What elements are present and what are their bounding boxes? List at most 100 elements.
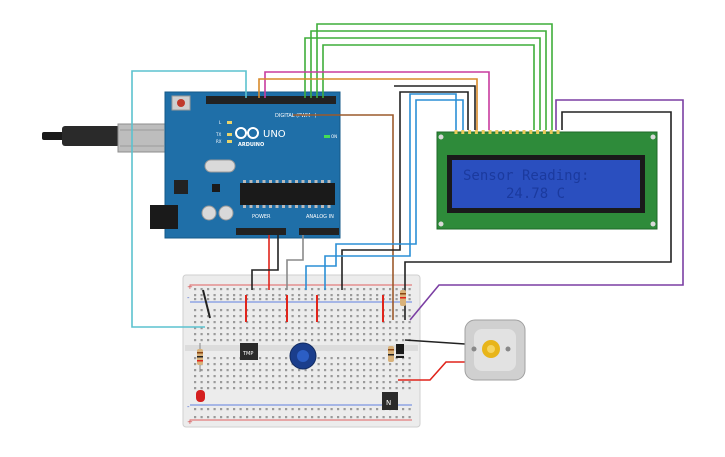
wire-green-d7[interactable] [322, 44, 535, 130]
potentiometer[interactable] [289, 342, 317, 370]
resistor-top[interactable] [400, 290, 406, 306]
breadboard-hole [220, 327, 223, 330]
breadboard-hole [350, 298, 353, 301]
breadboard-hole [278, 369, 281, 372]
breadboard-hole [376, 333, 379, 336]
breadboard-hole [259, 321, 262, 324]
breadboard-hole [311, 333, 314, 336]
chip-pin [282, 180, 285, 183]
pot-knob[interactable] [297, 350, 309, 362]
breadboard-hole [220, 339, 223, 342]
breadboard-hole [317, 315, 320, 318]
breadboard-hole [259, 381, 262, 384]
breadboard-hole [200, 327, 203, 330]
breadboard-hole [376, 321, 379, 324]
wire-red-motor[interactable] [398, 361, 465, 381]
breadboard-hole [194, 363, 197, 366]
breadboard-hole [317, 381, 320, 384]
breadboard-hole [272, 381, 275, 384]
dc-motor[interactable] [464, 319, 526, 381]
wire-green-d4[interactable] [304, 37, 541, 130]
breadboard-hole [337, 327, 340, 330]
breadboard-hole [369, 333, 372, 336]
wire-black-lcd-gnd[interactable] [394, 85, 476, 130]
resistor-base[interactable] [388, 346, 394, 362]
lcd-pin [542, 130, 546, 134]
diode[interactable] [396, 344, 404, 358]
wire-black-motor[interactable] [404, 339, 466, 345]
wire-gray-analog[interactable] [286, 235, 304, 290]
breadboard-hole [376, 387, 379, 390]
resistor-led[interactable] [197, 343, 203, 372]
breadboard-hole [233, 309, 236, 312]
wire-brown-motor[interactable] [293, 114, 394, 320]
breadboard-hole [239, 333, 242, 336]
npn-transistor[interactable]: N [382, 392, 398, 410]
reset-button[interactable] [177, 99, 185, 107]
breadboard-hole [252, 321, 255, 324]
breadboard-hole [265, 321, 268, 324]
breadboard-hole [408, 321, 411, 324]
wire-orange-enable[interactable] [258, 78, 478, 130]
breadboard-hole [311, 294, 314, 297]
breadboard-hole [389, 315, 392, 318]
breadboard-hole [233, 298, 236, 301]
breadboard-hole [213, 408, 216, 411]
arduino-uno[interactable]: DIGITAL (PWM~) ARDUINO UNO L TX RX ON [42, 91, 341, 239]
wire-purple-backlight[interactable] [409, 99, 684, 321]
wire-green-d6[interactable] [316, 23, 553, 130]
breadboard-hole [317, 339, 320, 342]
breadboard-hole [376, 357, 379, 360]
breadboard-hole [265, 315, 268, 318]
breadboard-hole [291, 369, 294, 372]
breadboard-hole [376, 288, 379, 291]
wire-blue-vdd[interactable] [324, 93, 457, 290]
lcd-screen [452, 160, 640, 208]
breadboard-hole [311, 327, 314, 330]
breadboard-hole [311, 381, 314, 384]
breadboard-hole [252, 416, 255, 419]
breadboard-hole [350, 369, 353, 372]
breadboard-hole [408, 375, 411, 378]
breadboard-hole [330, 387, 333, 390]
red-led[interactable] [196, 390, 205, 402]
breadboard-hole [356, 315, 359, 318]
breadboard-hole [311, 321, 314, 324]
wire-blue-contrast[interactable] [305, 99, 464, 290]
breadboard-hole [239, 416, 242, 419]
breadboard-hole [213, 309, 216, 312]
breadboard-hole [252, 298, 255, 301]
breadboard-hole [395, 309, 398, 312]
breadboard-hole [239, 381, 242, 384]
breadboard-hole [350, 315, 353, 318]
rail-plus-label: + [187, 283, 193, 291]
wire-black-gnd[interactable] [251, 235, 279, 290]
breadboard-hole [239, 321, 242, 324]
power-jack [150, 205, 178, 229]
breadboard-hole [337, 387, 340, 390]
breadboard-hole [194, 339, 197, 342]
lcd-16x2[interactable]: Sensor Reading: 24.78 C [436, 130, 658, 230]
breadboard-hole [285, 321, 288, 324]
motor-terminal [471, 346, 477, 352]
chip-pin [282, 205, 285, 208]
diode-stripe [396, 354, 404, 356]
breadboard-hole [278, 327, 281, 330]
breadboard-hole [363, 381, 366, 384]
wire-magenta-rs[interactable] [264, 71, 490, 130]
breadboard-hole [376, 369, 379, 372]
chip-pin [301, 180, 305, 183]
breadboard-hole [220, 298, 223, 301]
tx-led [227, 133, 232, 136]
breadboard-hole [337, 333, 340, 336]
wire-green-d5[interactable] [310, 30, 547, 130]
wire-cyan-ground-loop[interactable] [131, 70, 247, 328]
breadboard-hole [395, 363, 398, 366]
wire-black-backlight[interactable] [404, 111, 672, 320]
breadboard-hole [194, 387, 197, 390]
breadboard-hole [376, 408, 379, 411]
temperature-sensor[interactable]: TMP [240, 343, 258, 360]
breadboard-hole [350, 408, 353, 411]
breadboard-hole [207, 321, 210, 324]
